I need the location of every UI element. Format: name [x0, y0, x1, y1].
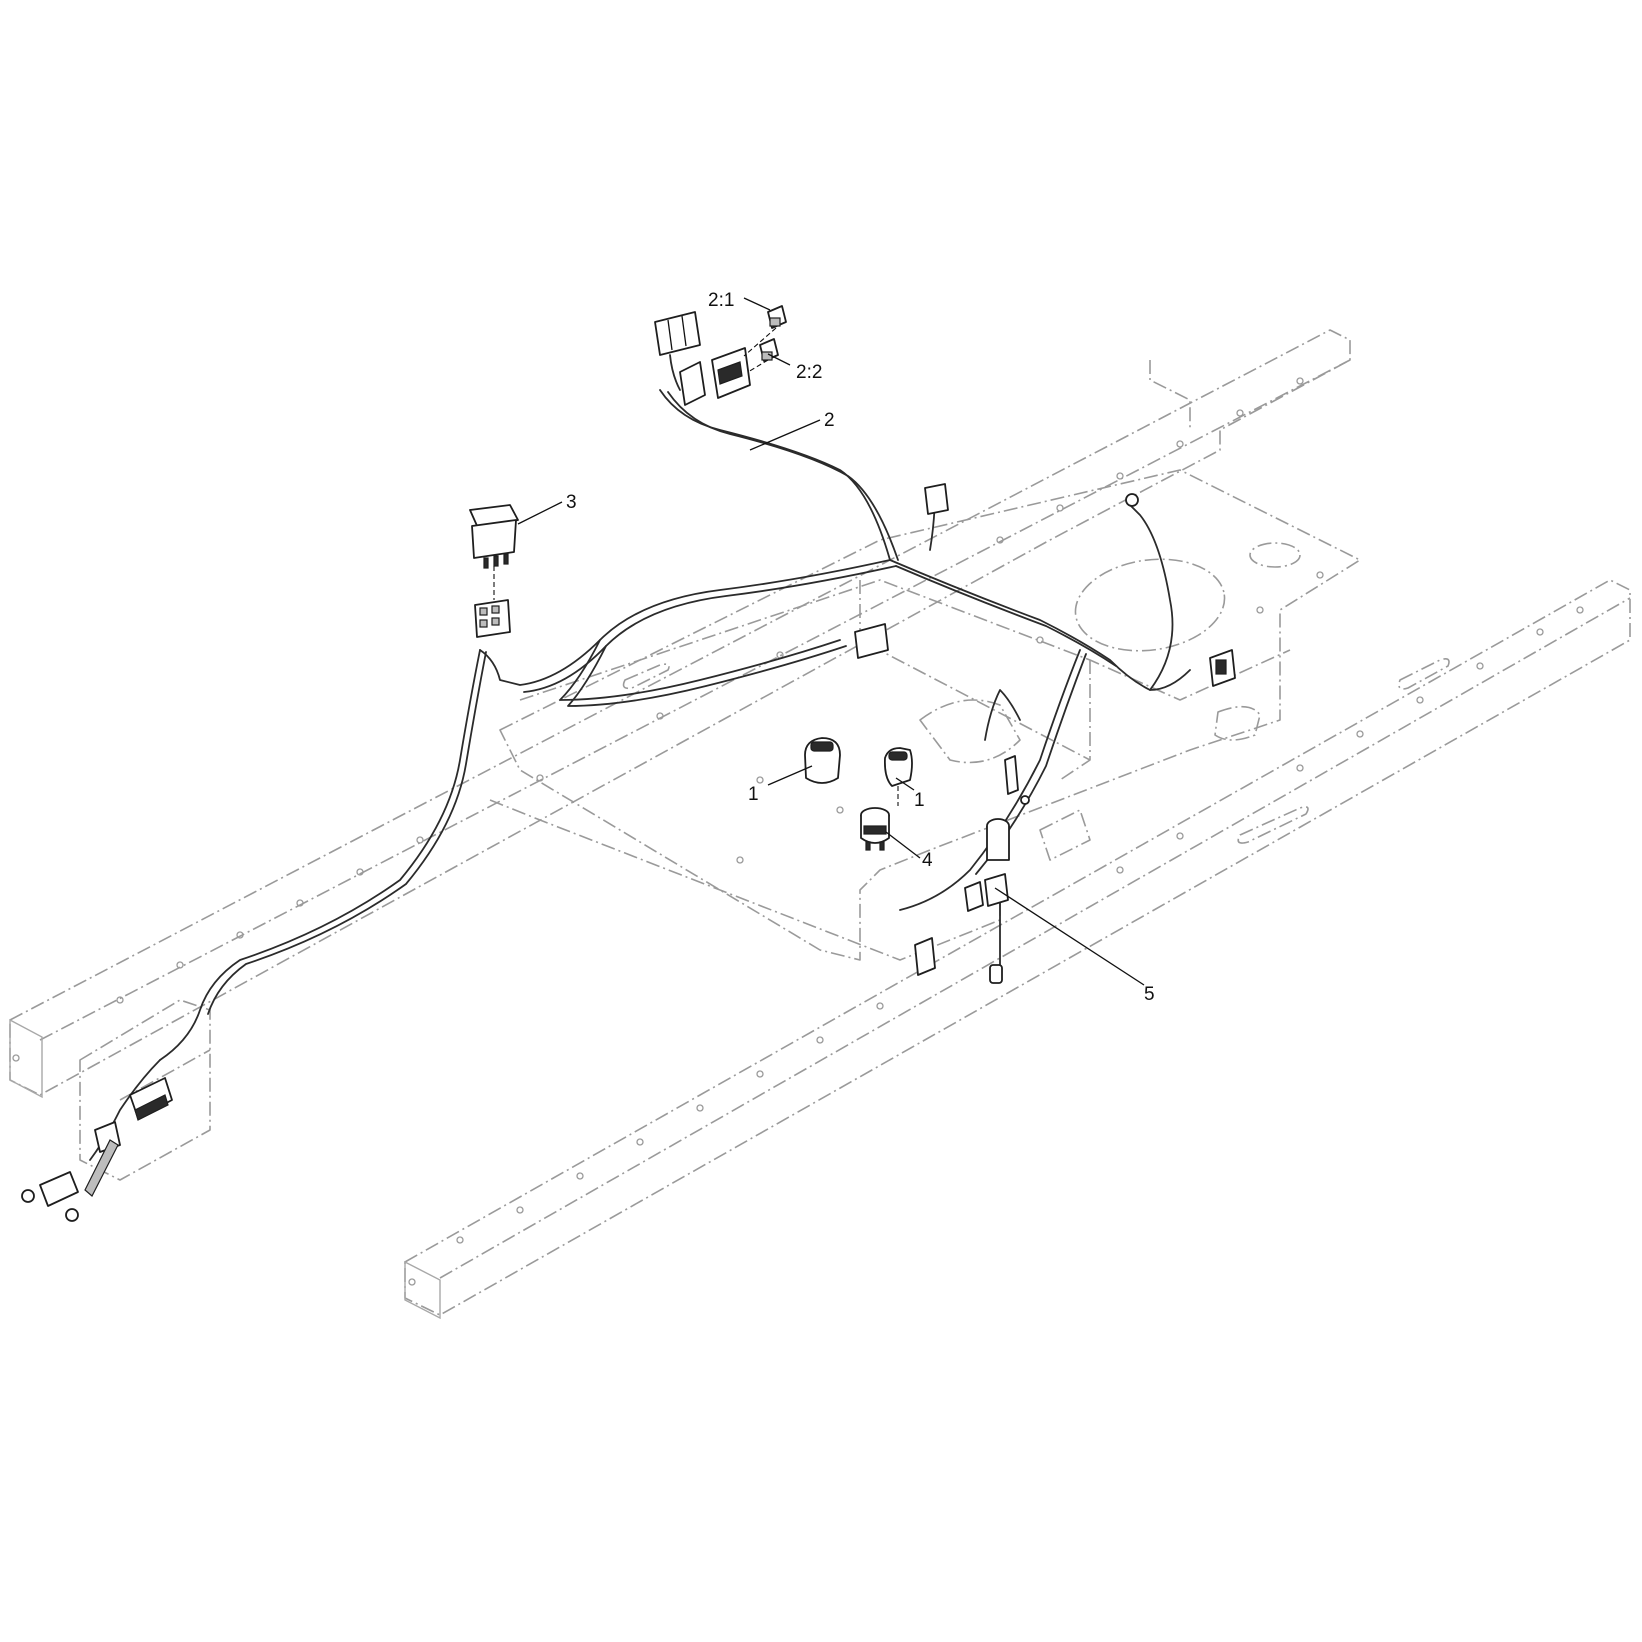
ignition-switch — [860, 807, 890, 851]
harness-connector-mid — [854, 623, 889, 659]
callout-4: 4 — [922, 850, 933, 871]
callout-leaders — [517, 297, 1145, 986]
lamp-connector — [914, 881, 984, 976]
callout-2-2: 2:2 — [796, 362, 822, 383]
rear-relay — [129, 1077, 173, 1121]
key-cap-left — [804, 737, 841, 784]
fuse-2-1 — [767, 305, 787, 329]
key-cap-right — [883, 747, 913, 787]
rocker-switch — [469, 504, 519, 569]
chassis-frame — [9, 329, 1631, 1320]
callout-1-left: 1 — [748, 784, 759, 805]
indicator-lamp — [984, 818, 1010, 984]
harness-connector-right — [1209, 649, 1236, 687]
rear-connector-cluster — [21, 1121, 121, 1222]
fuse-holder-assembly — [654, 311, 751, 406]
deck-pigtail — [1004, 755, 1030, 805]
ring-terminal — [1125, 493, 1139, 507]
switch-connector — [474, 599, 511, 638]
main-harness — [89, 389, 1191, 1161]
harness-connector-top — [924, 483, 949, 515]
callout-5: 5 — [1144, 984, 1155, 1005]
frame-holes — [12, 377, 1584, 1286]
callout-2: 2 — [824, 410, 835, 431]
callout-2-1: 2:1 — [708, 290, 734, 311]
callout-3: 3 — [566, 492, 577, 513]
callout-1-right: 1 — [914, 790, 925, 811]
